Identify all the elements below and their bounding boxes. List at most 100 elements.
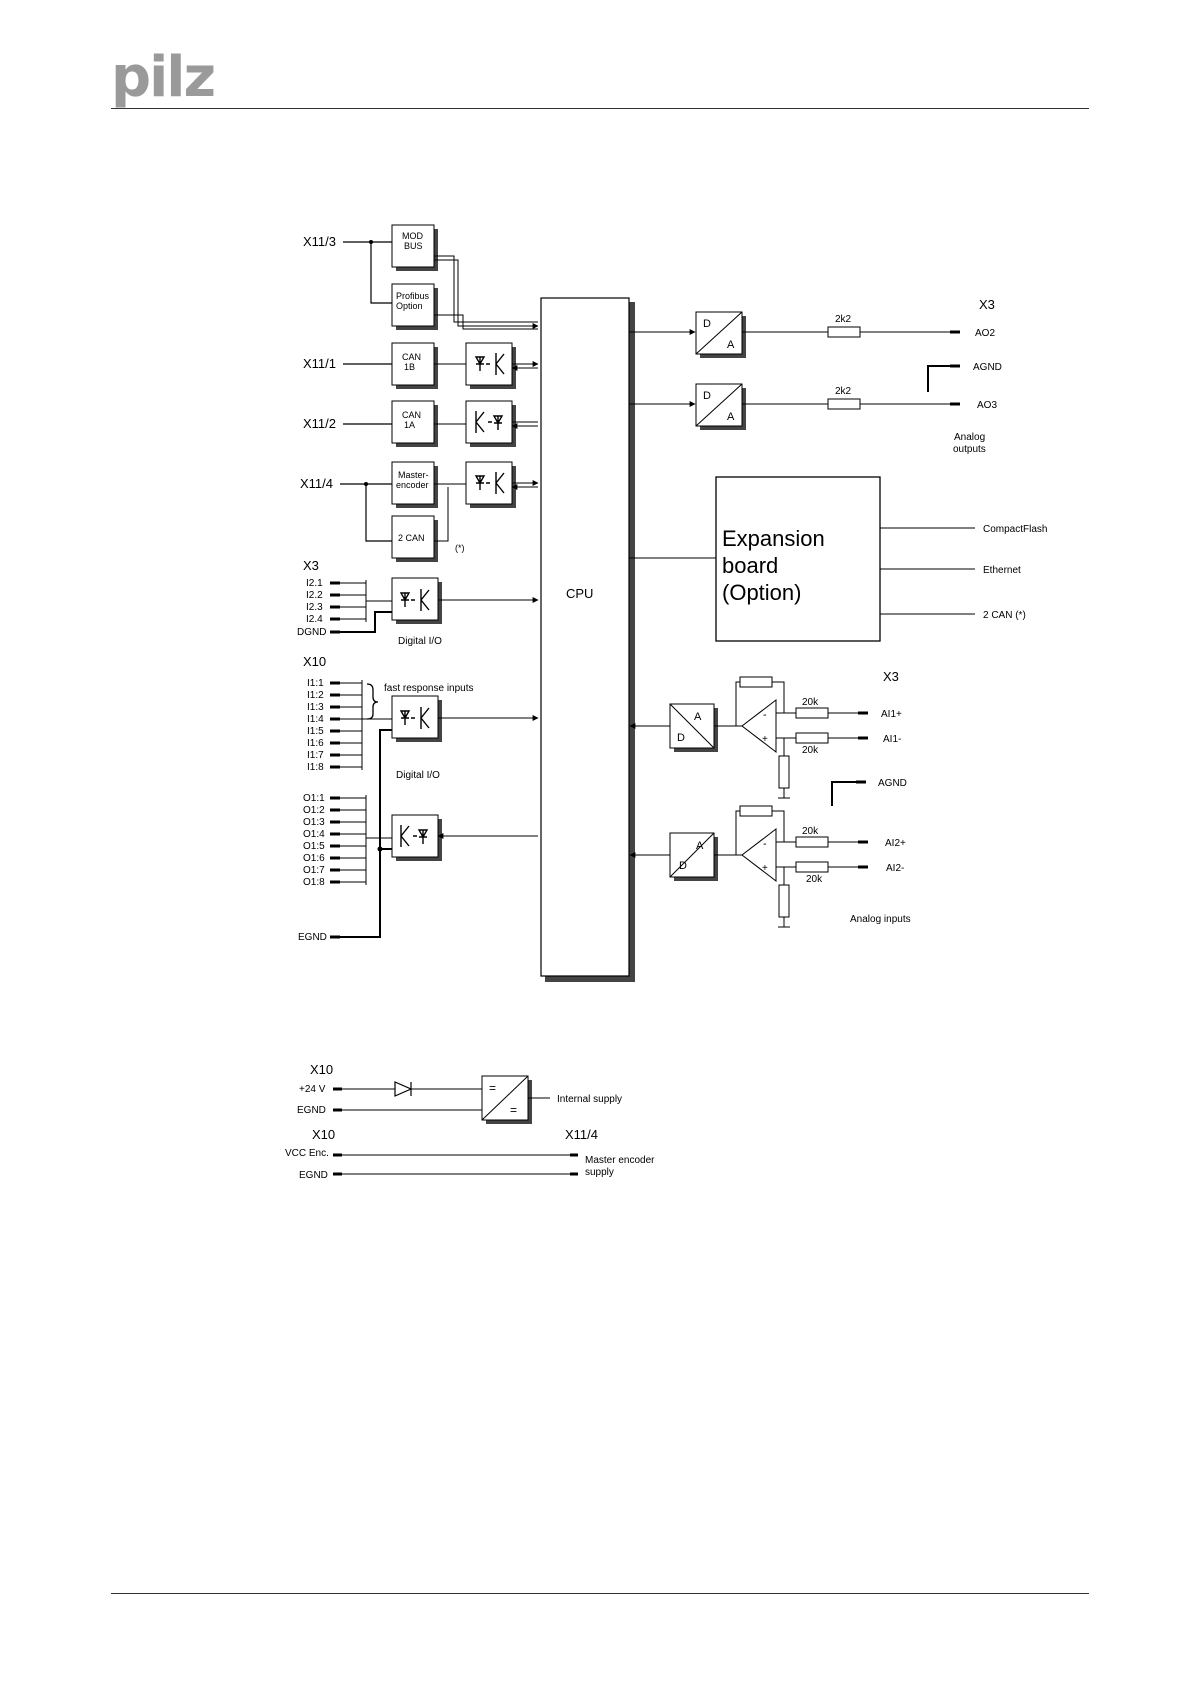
- profibus-line2: Option: [396, 301, 423, 311]
- input-i1-7: I1:7: [307, 750, 324, 761]
- brace-icon: [366, 683, 379, 720]
- egnd-label: EGND: [298, 932, 327, 943]
- can1b-section: X11/1 CAN 1B: [303, 342, 539, 389]
- ao3-label: AO3: [977, 400, 997, 411]
- cpu-block: CPU: [540, 297, 635, 982]
- resistor-2k2-a: [827, 326, 861, 338]
- diode-icon: [394, 1081, 413, 1097]
- fast-response-label: fast response inputs: [384, 683, 474, 694]
- da1-d: D: [703, 318, 711, 330]
- feedback-resistor-1: [739, 676, 773, 688]
- analog-inputs: X3 A D - + 20k AI1+ 20k AI1-: [629, 669, 911, 928]
- da1-a: A: [727, 339, 735, 351]
- resistor-20k-c-label: 20k: [802, 826, 819, 837]
- header-rule: [111, 108, 1089, 109]
- output-o1-6: O1:6: [303, 853, 325, 864]
- output-o1-7: O1:7: [303, 865, 325, 876]
- master-encoder-supply-1: Master encoder: [585, 1155, 655, 1166]
- analog-outputs-label-1: Analog: [954, 432, 985, 443]
- resistor-20k-c: [795, 836, 829, 848]
- ad2-a: A: [696, 840, 704, 852]
- opamp1-plus: +: [762, 734, 768, 745]
- resistor-20k-a-label: 20k: [802, 697, 819, 708]
- profibus-line1: Profibus: [396, 291, 430, 301]
- expansion-line1: Expansion: [722, 526, 825, 551]
- compactflash-label: CompactFlash: [983, 524, 1047, 535]
- ethernet-label: Ethernet: [983, 565, 1021, 576]
- x11-3-label: X11/3: [303, 234, 336, 249]
- optocoupler-icon: [474, 472, 505, 494]
- input-i2-1: I2.1: [306, 578, 323, 589]
- x3-outputs-label: X3: [979, 297, 995, 312]
- can2-exp-label: 2 CAN (*): [983, 610, 1026, 621]
- ad1-d: D: [677, 732, 685, 744]
- can2-label: 2 CAN: [398, 533, 425, 543]
- x3-digital-inputs: X3 I2.1 I2.2 I2.3 I2.4 DGND Digital I/O: [297, 558, 539, 647]
- pilz-logo: pilz: [111, 45, 216, 110]
- analog-outputs: X3 D A 2k2 AO2 AGND D A: [629, 297, 1002, 455]
- converter-symbol-in: =: [489, 1081, 496, 1095]
- output-o1-1: O1:1: [303, 793, 325, 804]
- expansion-line2: board: [722, 553, 778, 578]
- optocoupler-icon: [400, 825, 429, 847]
- can1b-line1: CAN: [402, 352, 421, 362]
- optocoupler-icon: [399, 707, 430, 729]
- input-i1-4: I1:4: [307, 714, 324, 725]
- supply-x10-b-label: X10: [312, 1127, 335, 1142]
- modbus-line1: MOD: [402, 231, 423, 241]
- digital-io-label-1: Digital I/O: [398, 636, 442, 647]
- resistor-20k-b-label: 20k: [802, 745, 819, 756]
- output-o1-5: O1:5: [303, 841, 325, 852]
- supply-egnd-b-label: EGND: [299, 1170, 328, 1181]
- feedback-resistor-2: [739, 805, 773, 817]
- plus24-label: +24 V: [299, 1084, 326, 1095]
- supply-egnd-label: EGND: [297, 1105, 326, 1116]
- resistor-20k-d: [795, 861, 829, 873]
- supply-x10-label: X10: [310, 1062, 333, 1077]
- opamp1-minus: -: [763, 709, 767, 721]
- da2-d: D: [703, 390, 711, 402]
- output-o1-4: O1:4: [303, 829, 325, 840]
- input-i1-1: I1:1: [307, 678, 324, 689]
- expansion-line3: (Option): [722, 580, 801, 605]
- resistor-2k2-b: [827, 398, 861, 410]
- input-i2-2: I2.2: [306, 590, 323, 601]
- can2-note: (*): [455, 543, 465, 553]
- cpu-label: CPU: [566, 586, 593, 601]
- master-encoder-section: X11/4 Master- encoder 2 CAN (*): [300, 461, 539, 562]
- x11-2-label: X11/2: [303, 416, 336, 431]
- optocoupler-icon: [399, 589, 430, 611]
- supply-x11-4-label: X11/4: [565, 1127, 598, 1142]
- x3-inputs-label: X3: [303, 558, 319, 573]
- ao2-label: AO2: [975, 328, 995, 339]
- input-i2-3: I2.3: [306, 602, 323, 613]
- master-encoder-supply-2: supply: [585, 1167, 614, 1178]
- resistor-20k-b: [795, 732, 829, 744]
- can1a-section: X11/2 CAN 1A: [303, 400, 538, 447]
- master-encoder-line2: encoder: [396, 480, 429, 490]
- dgnd-label: DGND: [297, 627, 326, 638]
- ai1p-label: AI1+: [881, 709, 902, 720]
- opamp2-plus: +: [762, 863, 768, 874]
- x3-analog-in-label: X3: [883, 669, 899, 684]
- modbus-section: X11/3 MOD BUS Profibus Option: [303, 224, 539, 330]
- analog-inputs-label: Analog inputs: [850, 914, 911, 925]
- output-o1-8: O1:8: [303, 877, 325, 888]
- x11-4-label: X11/4: [300, 476, 333, 491]
- vcc-enc-label: VCC Enc.: [285, 1148, 329, 1159]
- opamp2-minus: -: [763, 838, 767, 850]
- converter-symbol-out: =: [510, 1103, 517, 1117]
- footer-rule: [111, 1593, 1089, 1594]
- agnd-out-label: AGND: [973, 362, 1002, 373]
- can1b-line2: 1B: [404, 362, 415, 372]
- input-i1-8: I1:8: [307, 762, 324, 773]
- output-o1-2: O1:2: [303, 805, 325, 816]
- ai2m-label: AI2-: [886, 863, 904, 874]
- supply-diagram: X10 +24 V EGND = = Internal supply X10 X…: [285, 1062, 655, 1181]
- resistor-2k2-a-label: 2k2: [835, 314, 852, 325]
- opamp-1: [741, 698, 777, 754]
- input-i1-6: I1:6: [307, 738, 324, 749]
- x10-digital-inputs: X10 I1:1 I1:2 I1:3 I1:4 I1:5 I1:6 I1:7 I…: [303, 654, 539, 920]
- optocoupler-icon: [474, 353, 505, 375]
